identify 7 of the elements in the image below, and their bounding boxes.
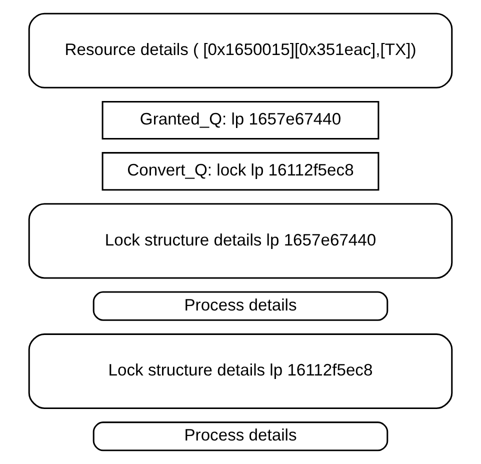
node-box: Process details: [92, 291, 388, 321]
node-box: Lock structure details lp 16112f5ec8: [28, 333, 453, 410]
node-box: Granted_Q: lp 1657e67440: [102, 100, 380, 140]
node-box: Lock structure details lp 1657e67440: [28, 203, 453, 279]
node-box: Convert_Q: lock lp 16112f5ec8: [102, 152, 380, 191]
node-box: Resource details ( [0x1650015][0x351eac],[TX]): [28, 12, 453, 88]
node-box: Process details: [92, 422, 388, 452]
